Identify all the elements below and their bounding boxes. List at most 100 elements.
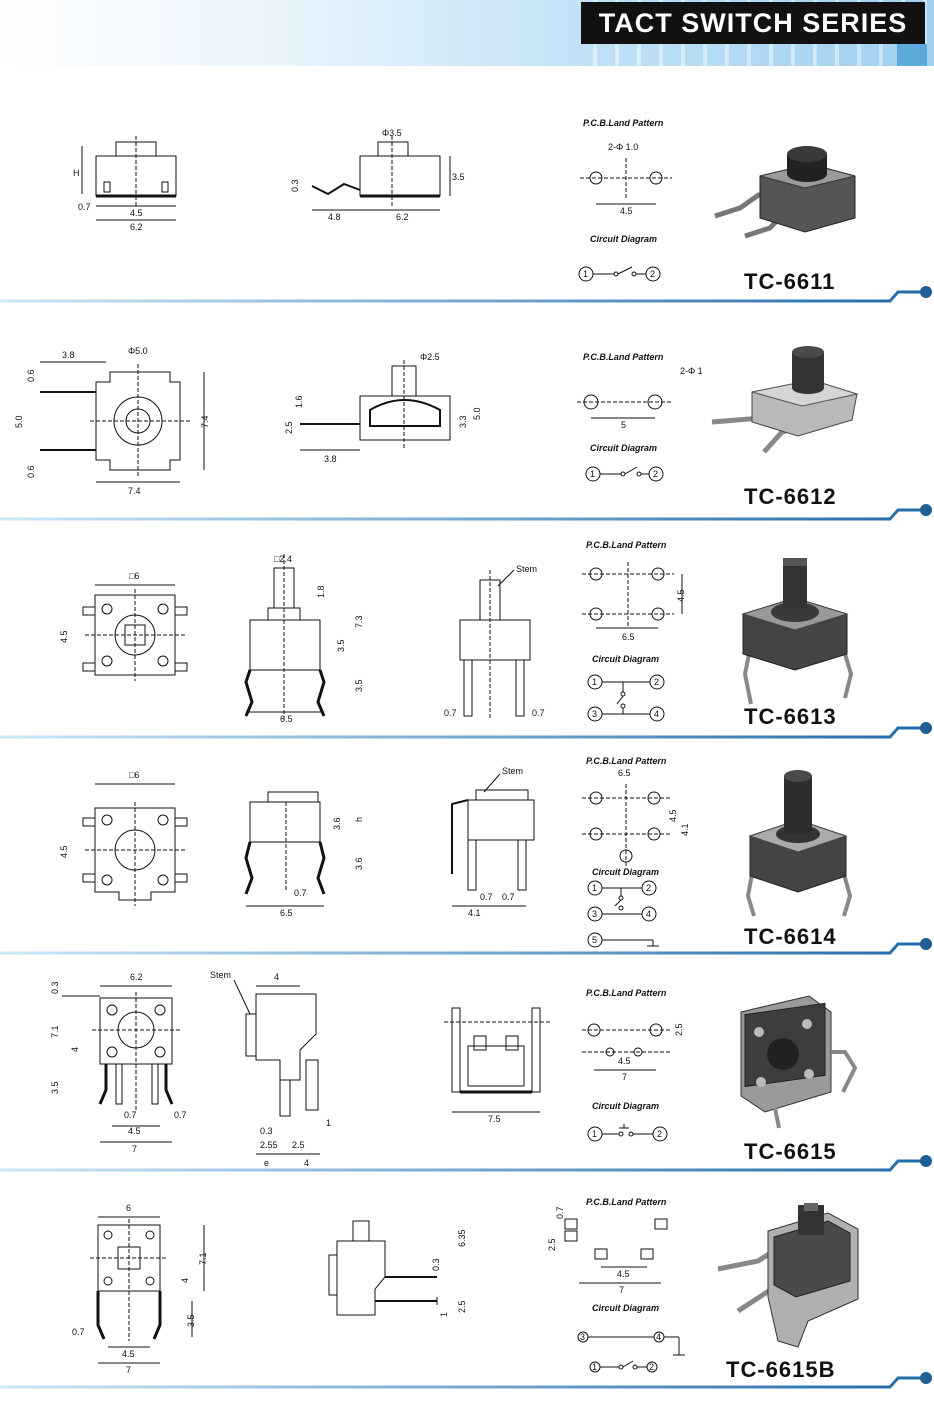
svg-text:5.0: 5.0 [472, 407, 482, 420]
pcb-label: P.C.B.Land Pattern [586, 540, 667, 550]
svg-text:7.4: 7.4 [128, 486, 141, 496]
svg-text:3.3: 3.3 [458, 415, 468, 428]
svg-text:h: h [354, 817, 364, 822]
tc-6612-side-view: Φ2.5 1.6 2.5 3.3 5.0 3.8 [284, 352, 482, 464]
svg-text:6.5: 6.5 [280, 908, 293, 918]
tc-6611-side-view: Φ3.5 0.3 3.5 4.8 6.2 [290, 128, 465, 222]
tc-6615-circuit: 1 2 [587, 1124, 668, 1142]
svg-text:7: 7 [619, 1285, 624, 1295]
tc-6612-pcb-pattern: 2-Φ 1 5 [577, 366, 703, 430]
svg-text:0.7: 0.7 [72, 1327, 85, 1337]
tc-6614-circuit: 1 2 3 4 5 [587, 880, 659, 948]
section-tc-6615: 0.3 6.2 7.1 4 3.5 0.7 0.7 4.5 7 Stem 4 0… [0, 958, 934, 1176]
svg-text:□6: □6 [129, 571, 139, 581]
circuit-label: Circuit Diagram [590, 234, 658, 244]
svg-text:2-Φ 1: 2-Φ 1 [680, 366, 703, 376]
svg-text:1: 1 [590, 469, 595, 479]
tc-6612-top-view: 3.8 Φ5.0 0.6 5.0 0.6 7.4 7.4 [14, 346, 210, 496]
tc-6613-top-view: □6 4.5 [59, 571, 188, 681]
section-divider [0, 1155, 932, 1172]
svg-text:2.5: 2.5 [292, 1140, 305, 1150]
tc-6611-circuit: 1 2 [578, 266, 661, 282]
tc-6611-product-photo [714, 146, 856, 239]
svg-text:0.7: 0.7 [532, 708, 545, 718]
svg-text:7.3: 7.3 [354, 615, 364, 628]
pcb-label: P.C.B.Land Pattern [586, 1197, 667, 1207]
svg-text:4.5: 4.5 [620, 206, 633, 216]
svg-text:2.5: 2.5 [547, 1238, 557, 1251]
model-name: TC-6615 [744, 1139, 837, 1164]
tc-6615-side-view: Stem 4 0.3 1 2.55 2.5 e 4 [210, 970, 331, 1168]
svg-text:7: 7 [622, 1072, 627, 1082]
title-tab [897, 44, 927, 66]
svg-text:0.6: 0.6 [26, 465, 36, 478]
section-divider [0, 938, 932, 955]
circuit-label: Circuit Diagram [592, 867, 660, 877]
circuit-label: Circuit Diagram [590, 443, 658, 453]
svg-text:4.5: 4.5 [59, 630, 69, 643]
svg-text:1.6: 1.6 [294, 395, 304, 408]
svg-text:2: 2 [650, 269, 655, 279]
svg-text:4.5: 4.5 [668, 809, 678, 822]
svg-text:2.55: 2.55 [260, 1140, 278, 1150]
page-title: TACT SWITCH SERIES [581, 2, 925, 44]
svg-text:3.5: 3.5 [354, 679, 364, 692]
svg-text:4.1: 4.1 [680, 823, 690, 836]
svg-text:1: 1 [326, 1118, 331, 1128]
pcb-label: P.C.B.Land Pattern [586, 988, 667, 998]
section-divider [0, 286, 932, 303]
svg-text:7.5: 7.5 [488, 1114, 501, 1124]
svg-text:6.2: 6.2 [396, 212, 409, 222]
svg-text:3.5: 3.5 [186, 1314, 196, 1327]
svg-text:4.5: 4.5 [128, 1126, 141, 1136]
tc-6614-side-view: Stem 0.7 0.7 4.1 [451, 766, 535, 918]
svg-text:0.7: 0.7 [444, 708, 457, 718]
svg-text:Φ5.0: Φ5.0 [128, 346, 148, 356]
svg-text:2: 2 [654, 677, 659, 687]
svg-text:5.0: 5.0 [14, 415, 24, 428]
tc-6615b-pcb-pattern: 0.7 2.5 4.5 7 [547, 1206, 668, 1295]
tc-6615-back-view: 7.5 [444, 1007, 550, 1124]
svg-text:4.5: 4.5 [59, 845, 69, 858]
svg-text:1: 1 [592, 883, 597, 893]
svg-text:0.3: 0.3 [260, 1126, 273, 1136]
svg-text:4: 4 [654, 709, 659, 719]
dim-h: H [73, 168, 80, 178]
svg-text:6.2: 6.2 [130, 972, 143, 982]
svg-text:4: 4 [304, 1158, 309, 1168]
pcb-label: P.C.B.Land Pattern [583, 352, 664, 362]
svg-text:e: e [264, 1158, 269, 1168]
section-divider [0, 1372, 932, 1389]
svg-text:6.35: 6.35 [457, 1229, 467, 1247]
pcb-label: P.C.B.Land Pattern [586, 756, 667, 766]
svg-text:0.7: 0.7 [502, 892, 515, 902]
svg-text:5: 5 [592, 935, 597, 945]
model-name: TC-6613 [744, 704, 837, 729]
svg-text:4: 4 [646, 909, 651, 919]
section-divider [0, 504, 932, 521]
svg-text:0.3: 0.3 [431, 1258, 441, 1271]
svg-text:0.7: 0.7 [78, 202, 91, 212]
tc-6614-product-photo [745, 770, 853, 917]
svg-text:4.5: 4.5 [122, 1349, 135, 1359]
svg-text:4.5: 4.5 [618, 1056, 631, 1066]
svg-text:3.8: 3.8 [324, 454, 337, 464]
pcb-label: P.C.B.Land Pattern [583, 118, 664, 128]
svg-text:4: 4 [70, 1047, 80, 1052]
svg-text:5: 5 [621, 420, 626, 430]
svg-text:0.3: 0.3 [290, 179, 300, 192]
svg-text:4.1: 4.1 [468, 908, 481, 918]
svg-text:□6: □6 [129, 770, 139, 780]
tc-6614-top-view: □6 4.5 [59, 770, 188, 906]
model-name: TC-6612 [744, 484, 837, 509]
svg-text:3.6: 3.6 [354, 857, 364, 870]
section-tc-6615b: 6 7.1 4 3.5 0.7 4.5 7 6.35 0.3 1 2.5 P.C… [0, 1175, 934, 1395]
svg-text:0.7: 0.7 [174, 1110, 187, 1120]
stem-label: Stem [516, 564, 537, 574]
svg-text:Φ3.5: Φ3.5 [382, 128, 402, 138]
svg-text:2: 2 [646, 883, 651, 893]
section-tc-6612: 3.8 Φ5.0 0.6 5.0 0.6 7.4 7.4 Φ2.5 1.6 2.… [0, 306, 934, 521]
svg-text:4.5: 4.5 [676, 589, 686, 602]
svg-text:7.1: 7.1 [50, 1025, 60, 1038]
svg-text:1: 1 [439, 1312, 449, 1317]
